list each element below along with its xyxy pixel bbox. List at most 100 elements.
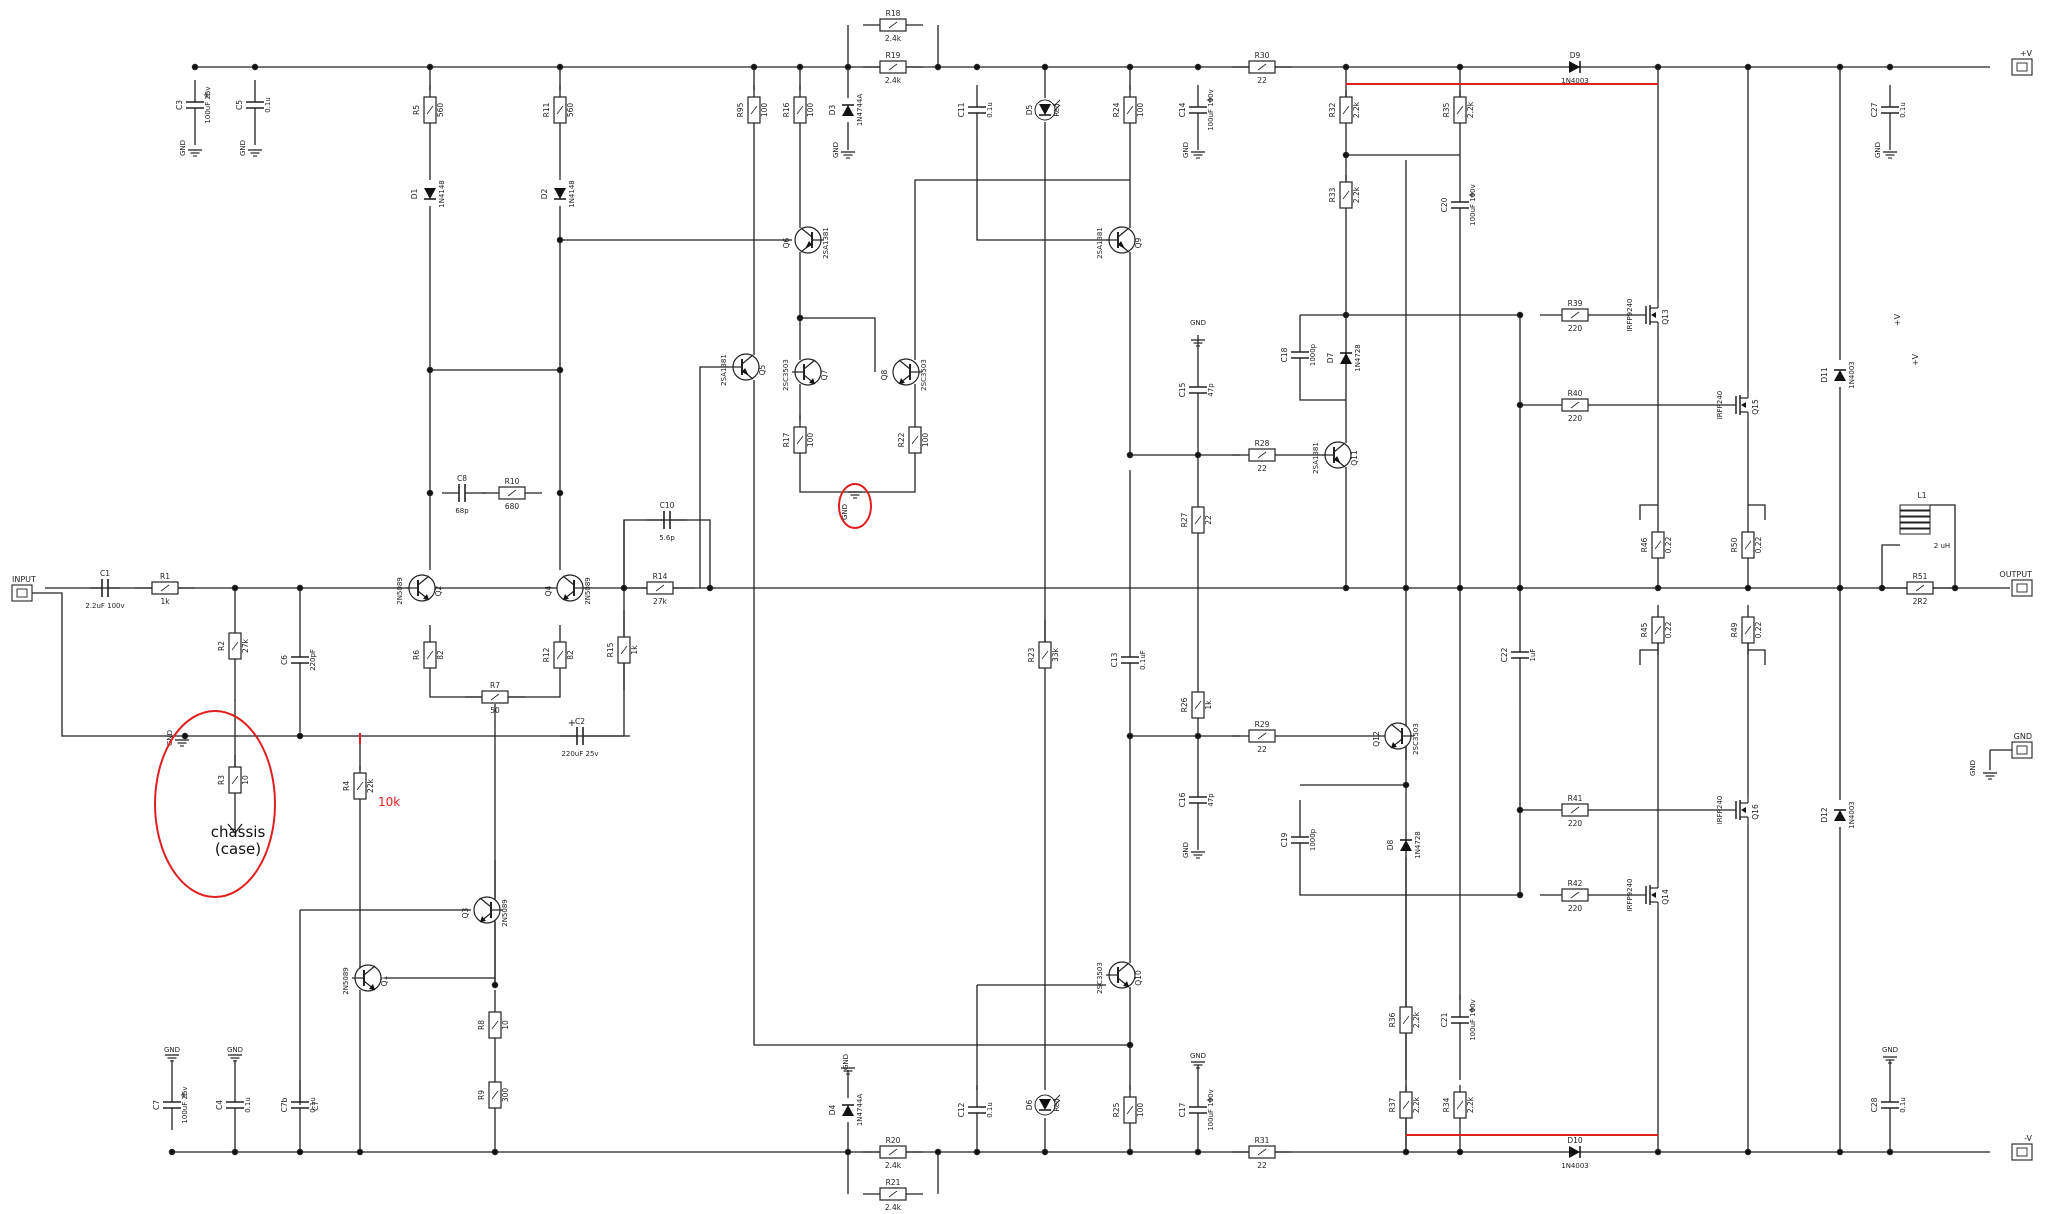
output-connector: OUTPUT [1999,570,2033,597]
resistor-ref: R19 [886,51,901,60]
capacitor-value: 100uF 25v [204,86,212,123]
junction-dot [296,732,304,740]
gnd-label: GND [841,504,849,520]
transistor-ref: Q12 [1372,731,1381,747]
capacitor-value: 1000p [1309,828,1317,851]
ground-symbol: GND [1182,842,1205,859]
transistor-type: 2SA1381 [720,354,728,386]
wire [914,179,1130,360]
transistor-ref: Q3 [461,907,470,918]
mosfet-ref: Q13 [1661,309,1670,325]
junction-dot [231,584,239,592]
resistor-ref: R34 [1442,1097,1451,1112]
polarity-plus: + [1468,190,1476,201]
resistor-value: 100 [1136,1103,1145,1118]
capacitor-value: 47p [1207,383,1215,397]
resistor-value: 0.22 [1754,621,1763,638]
junction-dot [706,584,714,592]
wire [623,519,711,588]
polarity-plus: + [568,718,576,729]
wire [1930,504,1956,588]
resistor-ref: R95 [736,102,745,117]
gnd-label: GND [1182,142,1190,158]
wire [1639,649,1658,665]
ground-symbol: GND [179,140,202,157]
junction-dot [1654,584,1662,592]
capacitor-ref: C11 [957,102,966,117]
chassis-label: chassis [211,823,266,841]
polarity-plus: + [203,90,211,101]
capacitor-ref: C12 [957,1102,966,1117]
ground-symbol: GND [166,730,189,747]
gnd-highlight [838,483,872,529]
resistor-value: 1k [160,597,170,606]
transistor-type: 2N5089 [584,577,592,605]
resistor-ref: R23 [1027,647,1036,662]
diode-value: Red [1053,103,1061,116]
diode-ref: D5 [1025,104,1034,115]
resistor-ref: R27 [1180,512,1189,527]
capacitor-value: 100uF 100v [1469,999,1477,1041]
junction-dot [181,732,189,740]
resistor-ref: R46 [1640,537,1649,552]
junction-dot [231,1148,239,1156]
junction-dot [1744,63,1752,71]
resistor-value: 2.4k [885,1161,902,1170]
capacitor-ref: C28 [1870,1097,1879,1112]
transistor-type: 2SC3503 [782,359,790,391]
capacitor-ref: C16 [1178,792,1187,807]
polarity-plus: + [1206,95,1214,106]
ground-symbol [848,491,862,499]
junction-dot [1836,584,1844,592]
wire [1299,880,1520,896]
wire [32,592,630,737]
junction-dot [750,63,758,71]
resistor-ref: R15 [606,642,615,657]
resistor-value: 27k [241,638,250,653]
capacitor-ref: C20 [1440,197,1449,212]
capacitor-value: 0.1u [1899,102,1907,118]
resistor-value: 2R2 [1913,597,1928,606]
polarity-plus: + [1468,1005,1476,1016]
capacitor-ref: C18 [1280,347,1289,362]
junction-dot [1126,1041,1134,1049]
junction-dot [1126,732,1134,740]
wire [799,465,916,493]
junction-dot [426,63,434,71]
capacitor-value: 1000p [1309,343,1317,366]
transistor-ref: Q6 [782,237,791,248]
resistor-ref: R28 [1255,439,1270,448]
resistor-ref: R12 [542,647,551,662]
resistor-value: 680 [505,502,520,511]
resistor-ref: R35 [1442,102,1451,117]
gnd-connector-label: GND [2014,732,2032,741]
diode-value: 1N4744A [856,1094,864,1127]
mosfet-type: IRFP240 [1716,391,1724,420]
junction-dot [1654,1148,1662,1156]
wire [1748,504,1766,520]
resistor-ref: R2 [217,641,226,651]
capacitor-ref: C13 [1110,652,1119,667]
resistor-ref: R49 [1730,622,1739,637]
resistor-ref: R21 [886,1178,901,1187]
transistor-type: 2SA1381 [822,227,830,259]
capacitor-c18: C18 1000p [1280,330,1317,380]
ground-symbol [1883,1056,1897,1064]
